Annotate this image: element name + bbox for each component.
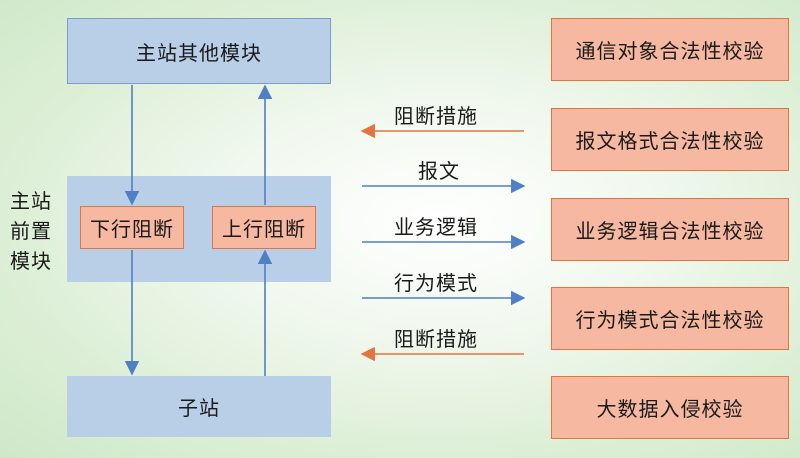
up-block-label: 上行阻断	[222, 217, 306, 241]
block-measures-bottom-label: 阻断措施	[394, 327, 478, 351]
substation-label: 子站	[178, 396, 220, 420]
behavior-pattern-label: 行为模式	[394, 271, 478, 295]
check-message-format-label: 报文格式合法性校验	[575, 129, 765, 153]
check-communication-object-label: 通信对象合法性校验	[575, 39, 765, 63]
check-business-logic: 业务逻辑合法性校验	[551, 198, 789, 261]
up-block-box: 上行阻断	[212, 206, 316, 249]
front-module-label-line-1: 主站	[10, 189, 52, 213]
check-big-data-intrusion-label: 大数据入侵校验	[596, 397, 744, 421]
front-module-label-line-2: 前置	[10, 219, 52, 243]
check-message-format: 报文格式合法性校验	[551, 108, 789, 171]
check-behavior-pattern-label: 行为模式合法性校验	[575, 308, 765, 332]
check-behavior-pattern: 行为模式合法性校验	[551, 287, 789, 350]
check-communication-object: 通信对象合法性校验	[551, 18, 789, 81]
master-other-modules-label: 主站其他模块	[136, 40, 262, 65]
substation-box: 子站	[67, 376, 331, 437]
block-measures-top-label: 阻断措施	[394, 104, 478, 128]
business-logic-label: 业务逻辑	[394, 215, 478, 239]
down-block-box: 下行阻断	[80, 206, 184, 249]
master-other-modules-box: 主站其他模块	[67, 18, 331, 84]
down-block-label: 下行阻断	[90, 217, 174, 241]
check-big-data-intrusion: 大数据入侵校验	[551, 376, 789, 439]
front-module-label-line-3: 模块	[10, 249, 52, 273]
message-label: 报文	[418, 159, 460, 183]
check-business-logic-label: 业务逻辑合法性校验	[575, 219, 765, 243]
